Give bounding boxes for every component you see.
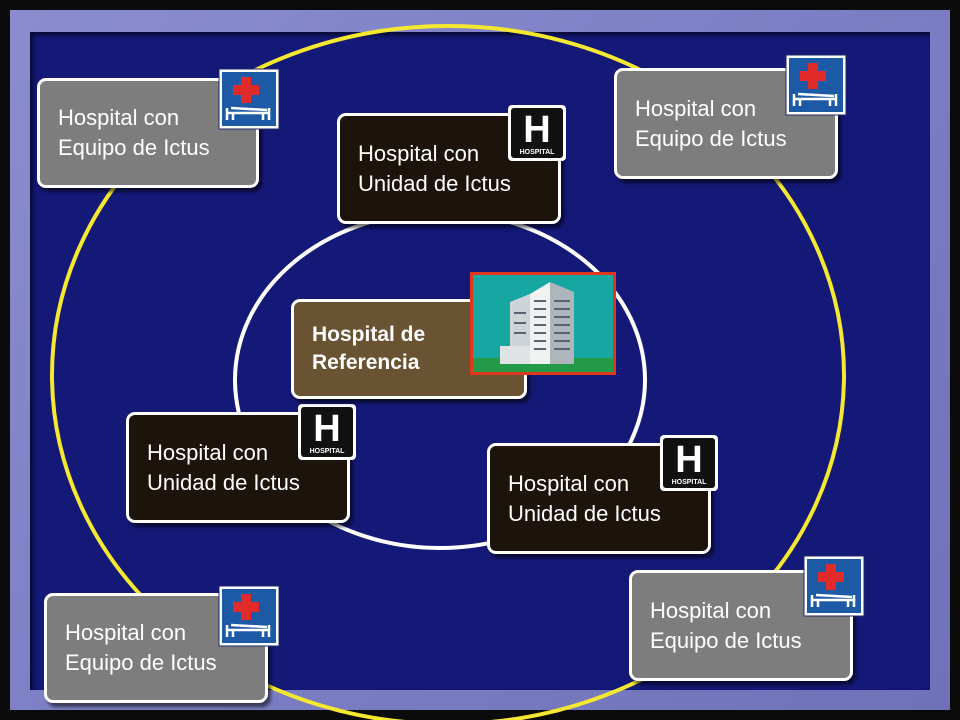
sign-text: HOSPITAL — [672, 479, 708, 486]
node-line1: Hospital con — [635, 95, 757, 121]
node-line1: Hospital con — [650, 597, 772, 623]
node-line2: Unidad de Ictus — [147, 469, 300, 495]
node-line2: Equipo de Ictus — [635, 125, 787, 151]
unit-hospital-node-top: Hospital con Unidad de Ictus — [337, 113, 561, 224]
node-line1: Hospital con — [147, 439, 269, 465]
medical-bed-sign-icon — [803, 555, 865, 617]
medical-bed-sign-icon — [785, 54, 847, 116]
node-line2: Unidad de Ictus — [358, 170, 511, 196]
node-line2: Unidad de Ictus — [508, 500, 661, 526]
outer-ring-stroke-team — [50, 24, 846, 720]
node-line1: Hospital con — [358, 140, 480, 166]
node-line1: Hospital de — [312, 323, 426, 346]
node-line2: Equipo de Ictus — [58, 135, 210, 160]
medical-bed-sign-icon — [218, 68, 280, 130]
node-line2: Equipo de Ictus — [65, 650, 217, 675]
sign-letter: H — [313, 408, 340, 450]
sign-text: HOSPITAL — [520, 149, 556, 156]
hospital-building-icon — [470, 272, 616, 375]
node-line2: Equipo de Ictus — [650, 627, 802, 653]
node-line2: Referencia — [312, 351, 420, 374]
medical-bed-sign-icon — [218, 585, 280, 647]
sign-letter: H — [675, 439, 702, 481]
team-hospital-node-bottom-right: Hospital con Equipo de Ictus — [629, 570, 853, 681]
sign-text: HOSPITAL — [310, 448, 346, 455]
node-line1: Hospital con — [65, 620, 187, 645]
sign-letter: H — [523, 109, 550, 151]
node-line1: Hospital con — [508, 470, 630, 496]
node-line1: Hospital con — [58, 105, 180, 130]
